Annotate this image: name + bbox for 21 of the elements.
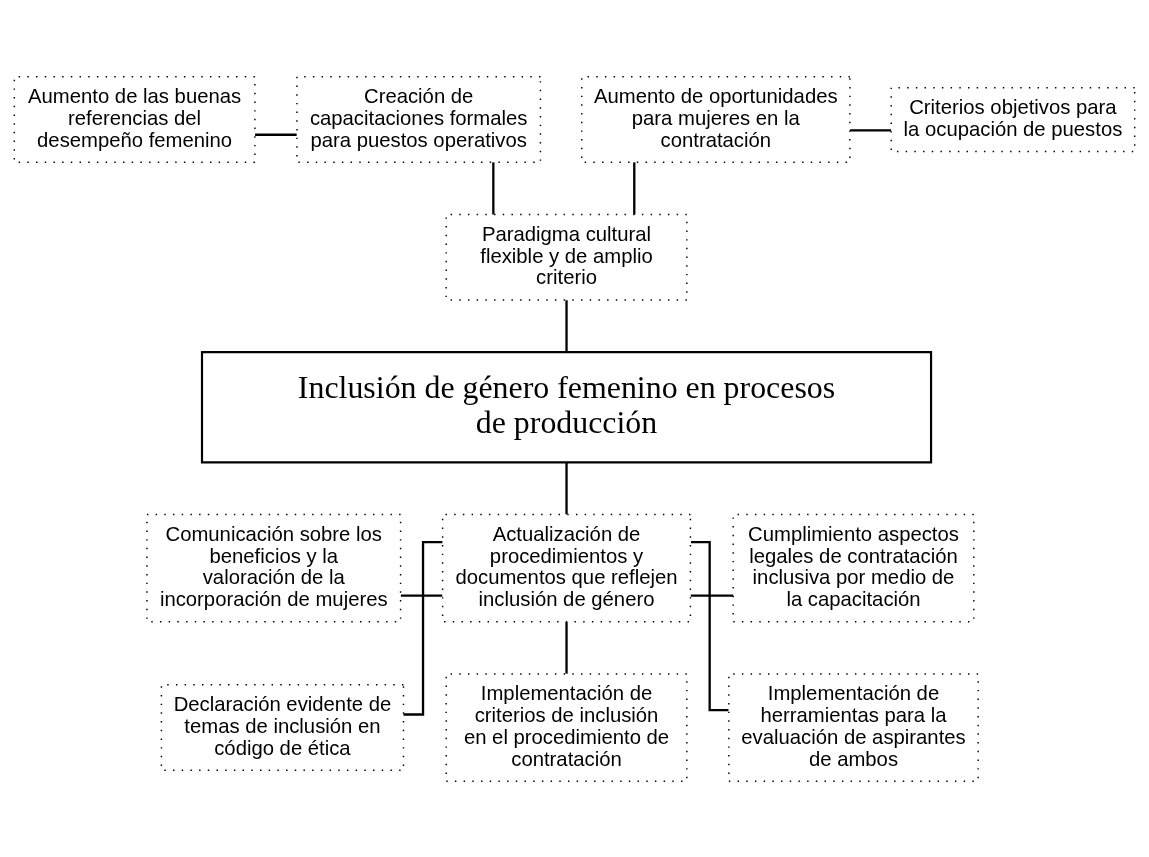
node-box: Comunicación sobre los beneficios y la valoración de la incorporación de mujeres	[146, 513, 402, 622]
node-box: Implementación de herramientas para la evaluación de aspirantes de ambos	[728, 672, 979, 782]
node-box: Paradigma cultural flexible y de amplio criterio	[445, 213, 688, 301]
node-box: Aumento de oportunidades para mujeres en la contratación	[581, 75, 851, 163]
connector	[633, 161, 636, 214]
node-box: Actualización de procedimientos y documentos que reflejen inclusión de género	[441, 513, 692, 622]
connector	[850, 128, 892, 132]
connector	[690, 594, 734, 597]
connector	[492, 161, 495, 214]
connector	[400, 594, 443, 597]
connector	[255, 133, 297, 136]
node-box: Implementación de criterios de inclusión en el procedimiento de contratación	[445, 672, 688, 782]
node-box: Declaración evidente de temas de inclusión en código de ética	[160, 683, 405, 771]
node-box: Aumento de las buenas referencias del desempeño femenino	[13, 75, 256, 163]
node-box: Criterios objetivos para la ocupación de puestos	[890, 86, 1136, 152]
node-box: Inclusión de género femenino en procesos de producción	[200, 350, 933, 463]
connector	[565, 299, 568, 352]
node-box: Creación de capacitaciones formales para puestos operativos	[296, 75, 542, 163]
connector	[565, 621, 568, 674]
node-box: Cumplimiento aspectos legales de contratación inclusiva por medio de la capacitación	[732, 513, 975, 622]
connector	[565, 462, 568, 514]
